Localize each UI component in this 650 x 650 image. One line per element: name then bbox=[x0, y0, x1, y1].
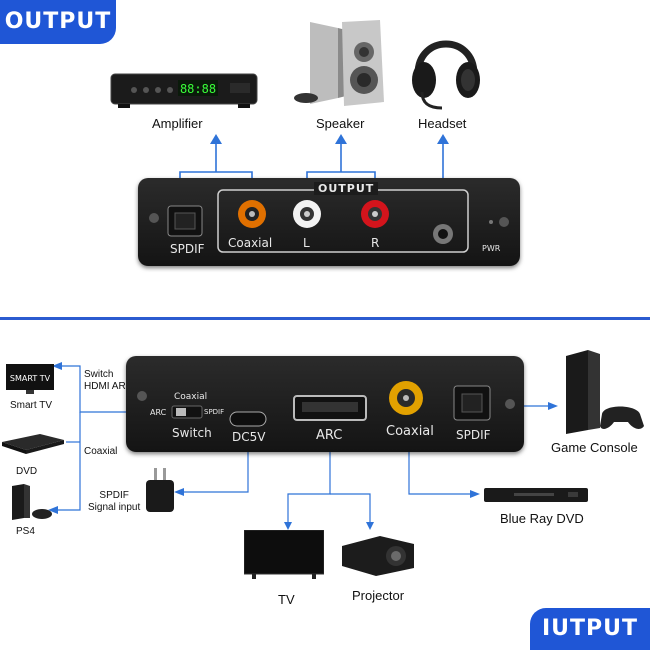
left-port-label: L bbox=[303, 236, 310, 250]
smart-tv-screen-text: SMART TV bbox=[10, 374, 51, 383]
headset-label: Headset bbox=[418, 116, 467, 131]
blue-ray-dvd-image bbox=[484, 486, 588, 504]
right-port-label: R bbox=[371, 236, 380, 250]
amplifier-display: 88:88 bbox=[180, 82, 216, 96]
dvd-label: DVD bbox=[16, 466, 38, 477]
spdif-signal-note: SPDIF Signal input bbox=[88, 490, 140, 514]
spdif-signal-text: SPDIF Signal input bbox=[88, 490, 141, 513]
spdif-port-label: SPDIF bbox=[456, 428, 491, 442]
speaker-label: Speaker bbox=[316, 116, 365, 131]
output-tag: OUTPUT bbox=[0, 0, 116, 44]
coaxial-port-label: Coaxial bbox=[228, 236, 273, 250]
input-panel: ARC Coaxial SPDIF Switch DC5V ARC Coaxia… bbox=[126, 356, 524, 452]
tv-label: TV bbox=[278, 592, 295, 607]
arc-switch-side-label: ARC bbox=[150, 408, 167, 417]
speaker-image bbox=[292, 18, 392, 108]
game-console-image bbox=[560, 350, 650, 436]
projector-image bbox=[340, 532, 416, 578]
section-divider bbox=[0, 317, 650, 320]
power-label: PWR bbox=[482, 244, 501, 253]
game-console-label: Game Console bbox=[551, 440, 638, 455]
coaxial-port-label: Coaxial bbox=[386, 424, 434, 439]
output-panel: OUTPUT SPDIF Coaxial L R PWR bbox=[138, 178, 520, 266]
coaxial-switch-label: Coaxial bbox=[174, 392, 208, 402]
switch-hdmi-arc-note: Switch HDMI ARC bbox=[84, 369, 133, 393]
amplifier-image: 88:88 bbox=[110, 72, 258, 108]
spdif-port-label: SPDIF bbox=[170, 242, 205, 256]
arc-port-label: ARC bbox=[316, 428, 343, 443]
projector-label: Projector bbox=[352, 588, 405, 603]
switch-label[interactable]: Switch bbox=[172, 426, 212, 440]
ps4-image bbox=[8, 484, 54, 522]
dvd-image bbox=[0, 432, 66, 456]
amplifier-label: Amplifier bbox=[152, 116, 203, 131]
headset-image bbox=[408, 24, 484, 110]
switch-hdmi-arc-text: Switch HDMI ARC bbox=[84, 369, 133, 392]
blue-ray-dvd-label: Blue Ray DVD bbox=[500, 511, 584, 526]
tv-image bbox=[243, 529, 325, 580]
smart-tv-image: SMART TV bbox=[6, 364, 54, 394]
coaxial-note: Coaxial bbox=[84, 446, 118, 457]
ps4-label: PS4 bbox=[16, 526, 35, 537]
input-tag: IUTPUT bbox=[530, 608, 650, 650]
spdif-switch-label: SPDIF bbox=[204, 408, 225, 416]
dc5v-port-label: DC5V bbox=[232, 430, 266, 444]
power-adapter-image bbox=[144, 468, 176, 514]
smart-tv-label: Smart TV bbox=[10, 400, 53, 411]
output-group-label: OUTPUT bbox=[314, 182, 379, 195]
